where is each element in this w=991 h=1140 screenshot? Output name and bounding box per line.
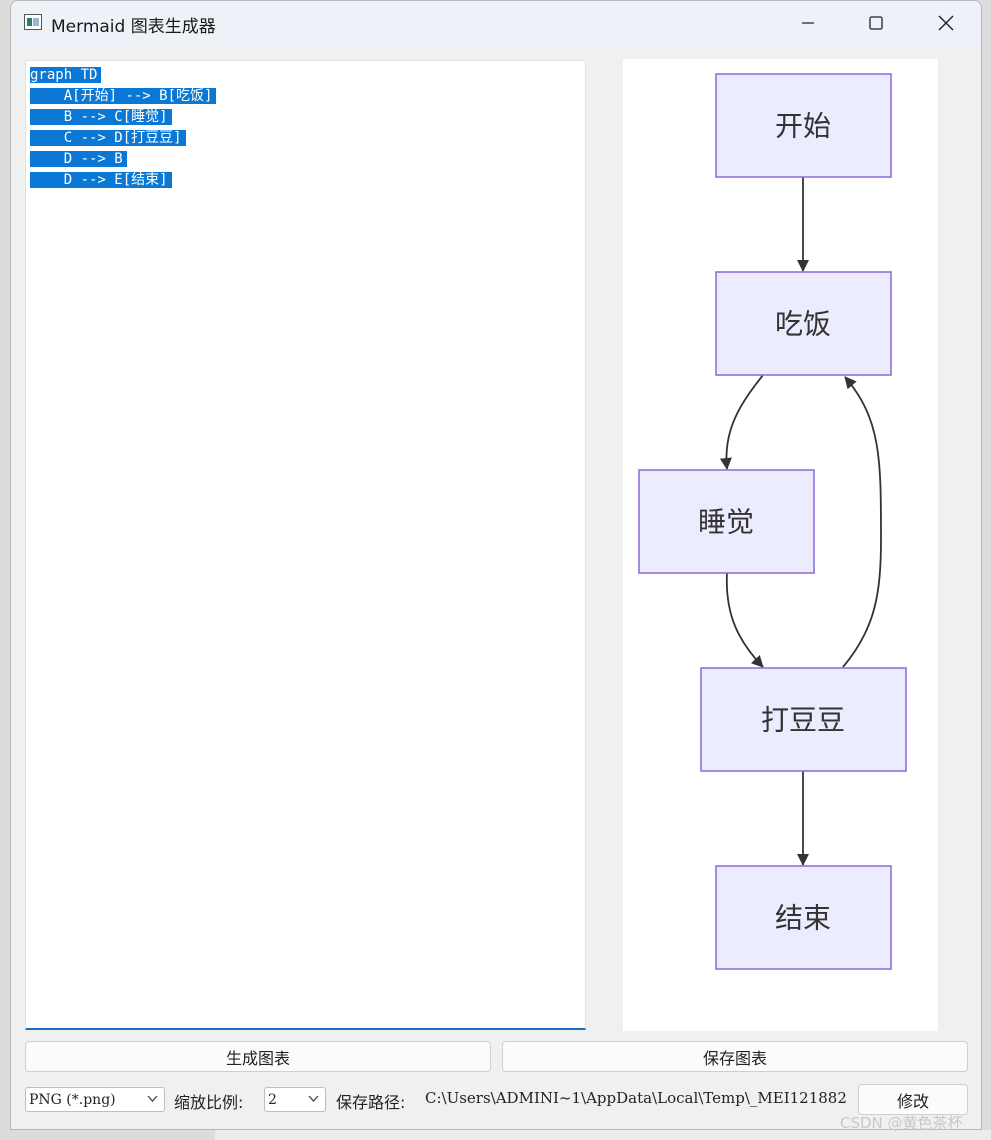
code-line: D --> E[结束]: [30, 170, 581, 191]
desktop-background: [215, 1130, 991, 1140]
save-path-label: 保存路径:: [336, 1093, 406, 1112]
mermaid-code-editor[interactable]: graph TD A[开始] --> B[吃饭] B --> C[睡觉] C -…: [25, 60, 586, 1030]
code-line: A[开始] --> B[吃饭]: [30, 86, 581, 107]
node-e-label: 结束: [775, 902, 831, 935]
watermark-text: CSDN @黄色茶杯: [840, 1114, 963, 1132]
node-b-box: [715, 271, 892, 376]
scale-select[interactable]: 2: [264, 1087, 326, 1112]
code-line: D --> B: [30, 149, 581, 170]
node-d-box: [700, 667, 907, 772]
minimize-icon: [802, 22, 814, 24]
generate-chart-button[interactable]: 生成图表: [25, 1041, 491, 1072]
code-line: graph TD: [30, 65, 581, 86]
close-icon: [938, 15, 954, 31]
code-line: C --> D[打豆豆]: [30, 128, 581, 149]
modify-path-button[interactable]: 修改: [858, 1084, 968, 1115]
diagram-preview: 开始 吃饭 睡觉 打豆豆 结束: [623, 59, 938, 1031]
edge-d-b: [842, 376, 882, 668]
chevron-down-icon: [147, 1095, 158, 1102]
chevron-down-icon: [308, 1095, 319, 1102]
close-button[interactable]: [915, 1, 977, 45]
edge-c-d: [725, 572, 764, 668]
node-c-label: 睡觉: [698, 506, 754, 539]
app-icon: [24, 14, 42, 30]
node-b-label: 吃饭: [775, 308, 831, 341]
node-e-box: [715, 865, 892, 970]
app-window: Mermaid 图表生成器 graph TD A[开始] --> B[吃饭] B…: [10, 0, 982, 1130]
format-select[interactable]: PNG (*.png): [25, 1087, 165, 1112]
maximize-icon: [869, 16, 883, 30]
code-line: B --> C[睡觉]: [30, 107, 581, 128]
minimize-button[interactable]: [777, 1, 839, 45]
window-title: Mermaid 图表生成器: [51, 17, 216, 37]
flowchart-diagram: 开始 吃饭 睡觉 打豆豆 结束: [638, 73, 907, 970]
format-select-value: PNG (*.png): [29, 1091, 116, 1108]
save-path-value: C:\Users\ADMINI~1\AppData\Local\Temp\_ME…: [425, 1089, 847, 1107]
scale-label: 缩放比例:: [174, 1093, 244, 1112]
node-c-box: [638, 469, 815, 574]
maximize-button[interactable]: [845, 1, 907, 45]
edge-b-c: [719, 374, 764, 470]
save-chart-button[interactable]: 保存图表: [502, 1041, 968, 1072]
scale-select-value: 2: [268, 1091, 277, 1108]
node-a-label: 开始: [775, 110, 831, 143]
node-d-label: 打豆豆: [761, 704, 845, 737]
node-a-box: [715, 73, 892, 178]
title-bar[interactable]: Mermaid 图表生成器: [11, 1, 981, 45]
